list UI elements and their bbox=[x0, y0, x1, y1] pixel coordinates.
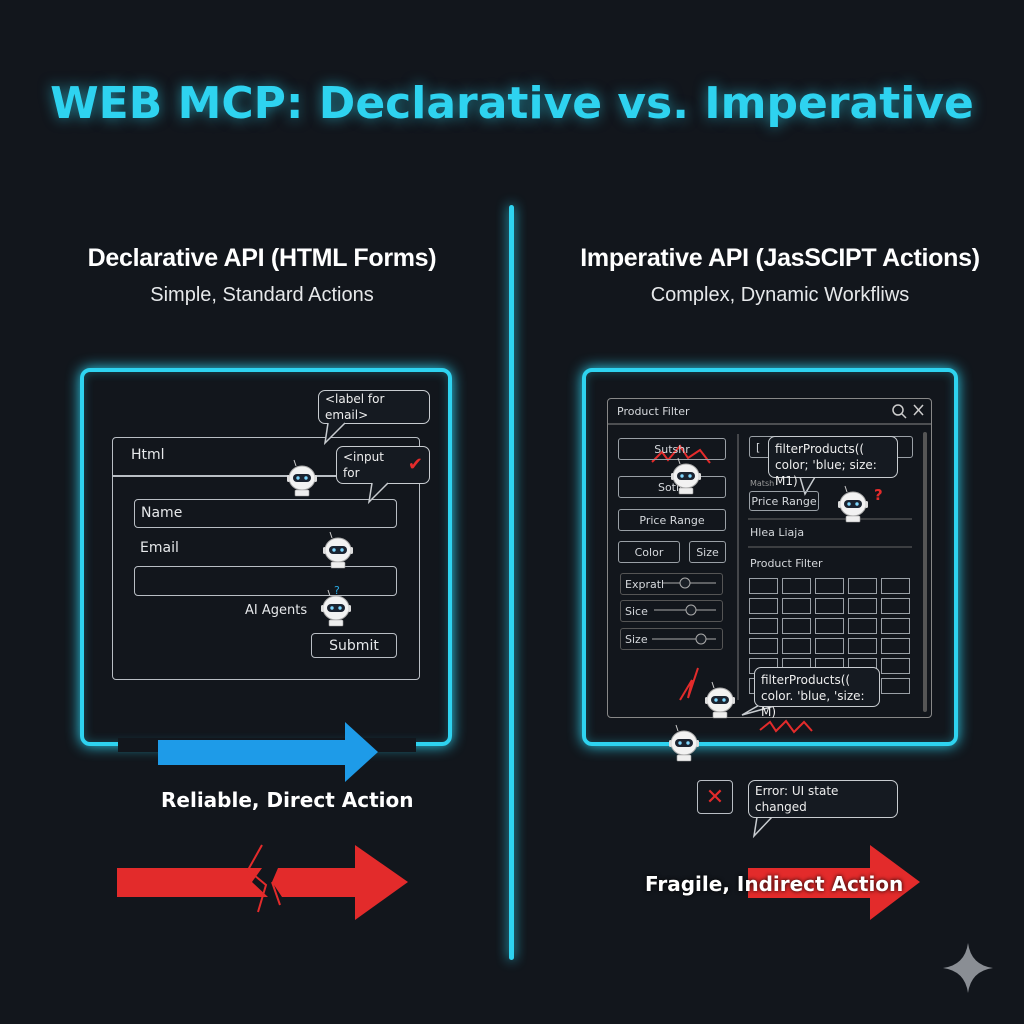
filter-button[interactable]: Sutshr bbox=[618, 438, 726, 460]
sparkle-icon bbox=[943, 943, 993, 993]
grid-title: Product Filter bbox=[750, 557, 823, 570]
ai-agents-label: AI Agents bbox=[245, 603, 308, 618]
price-range-button[interactable]: Price Range bbox=[618, 509, 726, 531]
grid-cell[interactable] bbox=[881, 658, 910, 674]
grid-cell[interactable] bbox=[749, 598, 778, 614]
html-form bbox=[112, 437, 420, 680]
left-heading: Declarative API (HTML Forms) bbox=[87, 244, 437, 272]
grid-cell[interactable] bbox=[782, 578, 811, 594]
broken-arrow-tail bbox=[117, 868, 268, 897]
grid-cell[interactable] bbox=[848, 578, 877, 594]
error-x-icon: ✕ bbox=[697, 780, 733, 814]
slider-handle[interactable] bbox=[685, 604, 697, 616]
fragile-arrow bbox=[748, 845, 920, 920]
center-divider bbox=[509, 205, 514, 960]
filter-button[interactable]: Sotin bbox=[618, 476, 726, 498]
slider-label: Expratl bbox=[625, 577, 665, 591]
indirect-action-label: Fragile, Indirect Action bbox=[645, 872, 904, 896]
input-bubble-text: <input for bbox=[343, 449, 384, 480]
grid-cell[interactable] bbox=[815, 578, 844, 594]
grid-cell[interactable] bbox=[848, 618, 877, 634]
color-button[interactable]: Color bbox=[618, 541, 680, 563]
grid-cell[interactable] bbox=[749, 638, 778, 654]
broken-arrow-head bbox=[272, 845, 408, 920]
slider-label: Sice bbox=[625, 604, 648, 618]
email-input[interactable] bbox=[134, 566, 397, 596]
grid-cell[interactable] bbox=[881, 638, 910, 654]
page-title: WEB MCP: Declarative vs. Imperative bbox=[50, 78, 974, 129]
grid-cell[interactable] bbox=[782, 598, 811, 614]
direct-action-label: Reliable, Direct Action bbox=[161, 788, 414, 812]
checkmark-icon: ✔ bbox=[407, 453, 423, 475]
slider-size[interactable]: Size bbox=[620, 628, 723, 650]
grid-cell[interactable] bbox=[848, 638, 877, 654]
grid-cell[interactable] bbox=[881, 578, 910, 594]
slider-sice[interactable]: Sice bbox=[620, 600, 723, 622]
small-label: Matsh bbox=[750, 479, 775, 488]
error-bubble: Error: UI state changed bbox=[748, 780, 898, 818]
grid-cell[interactable] bbox=[881, 678, 910, 694]
question-mark-icon: ? bbox=[334, 584, 340, 597]
grid-cell[interactable] bbox=[749, 578, 778, 594]
grid-cell[interactable] bbox=[881, 618, 910, 634]
email-label: Email bbox=[140, 540, 179, 556]
grid-cell[interactable] bbox=[815, 618, 844, 634]
slider-handle[interactable] bbox=[695, 633, 707, 645]
question-mark-icon: ? bbox=[874, 486, 883, 504]
window-title: Product Filter bbox=[617, 405, 690, 418]
grid-cell[interactable] bbox=[782, 618, 811, 634]
grid-cell[interactable] bbox=[749, 618, 778, 634]
grid-cell[interactable] bbox=[881, 598, 910, 614]
slider-expratl[interactable]: Expratl bbox=[620, 573, 723, 595]
call-bubble-1: filterProducts(( color; 'blue; size: M1) bbox=[768, 436, 898, 488]
grid-cell[interactable] bbox=[815, 638, 844, 654]
right-subheading: Complex, Dynamic Workfliws bbox=[650, 284, 910, 306]
product-filter-window bbox=[607, 398, 932, 718]
direct-arrow bbox=[158, 722, 378, 782]
submit-button[interactable]: Submit bbox=[311, 633, 397, 658]
right-heading: Imperative API (JasSCIPT Actions) bbox=[580, 244, 980, 272]
list-label: Hlea Liaja bbox=[750, 526, 805, 539]
name-input[interactable]: Name bbox=[134, 499, 397, 528]
right-frame bbox=[582, 368, 958, 746]
call-bubble-2: filterProducts(( color. 'blue, 'size: M) bbox=[754, 667, 880, 719]
input-bubble: <input for ✔ bbox=[336, 446, 430, 484]
robot-icon bbox=[322, 531, 354, 569]
price-range-chip[interactable]: Price Range bbox=[749, 491, 819, 511]
form-header: Html bbox=[131, 447, 165, 463]
grid-cell[interactable] bbox=[815, 598, 844, 614]
search-icon[interactable] bbox=[892, 404, 904, 416]
grid-cell[interactable] bbox=[782, 638, 811, 654]
label-bubble: <label for email> bbox=[318, 390, 430, 424]
close-icon[interactable] bbox=[913, 404, 924, 416]
grid-cell[interactable] bbox=[848, 598, 877, 614]
robot-icon bbox=[286, 459, 318, 497]
size-button[interactable]: Size bbox=[689, 541, 726, 563]
left-subheading: Simple, Standard Actions bbox=[150, 284, 374, 306]
slider-handle[interactable] bbox=[679, 577, 691, 589]
slider-label: Size bbox=[625, 632, 648, 646]
scrollbar[interactable] bbox=[923, 432, 927, 712]
